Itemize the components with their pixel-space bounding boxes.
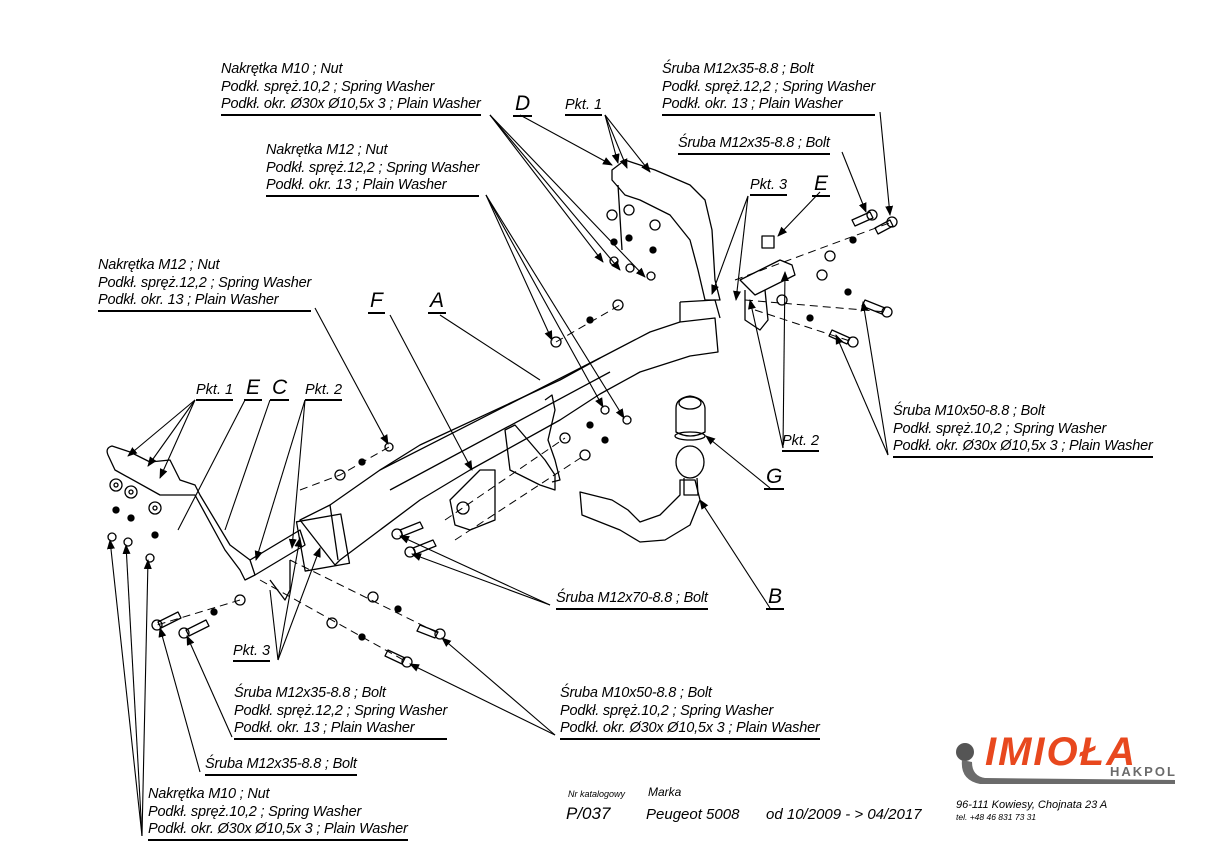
callout-line: Podkł. spręż.12,2 ; Spring Washer bbox=[98, 274, 312, 291]
callout-line: Podkł. okr. 13 ; Plain Washer bbox=[234, 720, 415, 736]
part-label-f: F bbox=[368, 289, 385, 314]
callout-line: Podkł. spręż.10,2 ; Spring Washer bbox=[221, 78, 435, 95]
brand-label: Marka bbox=[648, 785, 682, 799]
company-logo-text: IMIOŁA bbox=[985, 730, 1137, 774]
callout-line: Nakrętka M10 ; Nut bbox=[221, 61, 343, 77]
callout-line: Podkł. okr. 13 ; Plain Washer bbox=[266, 177, 447, 193]
company-logo-sub: HAKPOL bbox=[1110, 764, 1177, 779]
part-label-e-right: E bbox=[812, 172, 831, 197]
callout-line: Nakrętka M10 ; Nut bbox=[148, 786, 270, 802]
callout-top-right-bolt-single: Śruba M12x35-8.8 ; Bolt bbox=[678, 135, 830, 155]
callout-top-left-nut-m10: Nakrętka M10 ; Nut Podkł. spręż.10,2 ; S… bbox=[221, 61, 481, 116]
company-phone: tel. +48 46 831 73 31 bbox=[956, 812, 1037, 822]
part-label-b: B bbox=[766, 585, 785, 610]
callout-top-right-bolt-m12x35: Śruba M12x35-8.8 ; Bolt Podkł. spręż.12,… bbox=[662, 61, 875, 116]
leader-lines bbox=[106, 111, 894, 837]
part-label-d: D bbox=[513, 92, 533, 117]
crossbar-a bbox=[295, 299, 721, 572]
ball-cap-g bbox=[674, 395, 706, 441]
point-pkt1-top: Pkt. 1 bbox=[565, 97, 603, 116]
callout-bottom-left-bolt-m12x35: Śruba M12x35-8.8 ; Bolt Podkł. spręż.12,… bbox=[234, 685, 447, 740]
vehicle-model: Peugeot 5008 bbox=[646, 806, 740, 823]
callout-line: Śruba M10x50-8.8 ; Bolt bbox=[893, 403, 1045, 419]
point-pkt2-left: Pkt. 2 bbox=[305, 382, 343, 401]
point-pkt1-left: Pkt. 1 bbox=[196, 382, 234, 401]
callout-line: Podkł. okr. 13 ; Plain Washer bbox=[98, 292, 279, 308]
callout-line: Podkł. okr. 13 ; Plain Washer bbox=[662, 96, 843, 112]
callout-bottom-center-bolt-m10x50: Śruba M10x50-8.8 ; Bolt Podkł. spręż.10,… bbox=[560, 685, 820, 740]
callout-line: Podkł. okr. Ø30x Ø10,5x 3 ; Plain Washer bbox=[560, 720, 820, 736]
callout-line: Podkł. okr. Ø30x Ø10,5x 3 ; Plain Washer bbox=[221, 96, 481, 112]
callout-line: Nakrętka M12 ; Nut bbox=[266, 142, 388, 158]
vehicle-years: od 10/2009 - > 04/2017 bbox=[766, 806, 922, 823]
socket-plate-f bbox=[449, 469, 496, 531]
point-pkt3-left: Pkt. 3 bbox=[233, 643, 271, 662]
callout-line: Podkł. spręż.10,2 ; Spring Washer bbox=[560, 702, 774, 719]
point-pkt2-right: Pkt. 2 bbox=[782, 433, 820, 452]
callout-top-center-nut-m12: Nakrętka M12 ; Nut Podkł. spręż.12,2 ; S… bbox=[266, 142, 479, 197]
callout-bottom-left-nut-m10: Nakrętka M10 ; Nut Podkł. spręż.10,2 ; S… bbox=[148, 786, 408, 841]
callout-line: Nakrętka M12 ; Nut bbox=[98, 257, 220, 273]
catalog-number: P/037 bbox=[566, 804, 611, 823]
tow-ball-b bbox=[579, 445, 705, 543]
spacer-e-right bbox=[761, 235, 775, 249]
callout-line: Śruba M12x35-8.8 ; Bolt bbox=[662, 61, 814, 77]
part-label-g: G bbox=[764, 465, 785, 490]
callout-line: Podkł. okr. Ø30x Ø10,5x 3 ; Plain Washer bbox=[893, 438, 1153, 454]
point-pkt3-right: Pkt. 3 bbox=[750, 177, 788, 196]
ball-mount-plate bbox=[504, 394, 561, 491]
company-logo-graphic bbox=[956, 743, 1175, 784]
part-label-e-left: E bbox=[244, 376, 263, 401]
part-label-a: A bbox=[428, 289, 447, 314]
callout-line: Podkł. spręż.12,2 ; Spring Washer bbox=[234, 702, 448, 719]
callout-line: Podkł. spręż.12,2 ; Spring Washer bbox=[266, 159, 480, 176]
left-bracket-c bbox=[106, 445, 306, 601]
callout-left-nut-m12: Nakrętka M12 ; Nut Podkł. spręż.12,2 ; S… bbox=[98, 257, 311, 312]
callout-right-bolt-m10x50: Śruba M10x50-8.8 ; Bolt Podkł. spręż.10,… bbox=[893, 403, 1153, 458]
callout-bottom-left-bolt-single: Śruba M12x35-8.8 ; Bolt bbox=[205, 756, 357, 776]
callout-line: Śruba M12x35-8.8 ; Bolt bbox=[234, 685, 386, 701]
right-bracket-d bbox=[611, 159, 796, 331]
callout-line: Podkł. okr. Ø30x Ø10,5x 3 ; Plain Washer bbox=[148, 821, 408, 837]
callout-line: Podkł. spręż.10,2 ; Spring Washer bbox=[148, 803, 362, 820]
callout-line: Podkł. spręż.12,2 ; Spring Washer bbox=[662, 78, 876, 95]
catalog-label: Nr katalogowy bbox=[568, 789, 626, 799]
callout-line: Śruba M10x50-8.8 ; Bolt bbox=[560, 685, 712, 701]
part-label-c: C bbox=[270, 376, 290, 401]
callout-line: Podkł. spręż.10,2 ; Spring Washer bbox=[893, 420, 1107, 437]
callout-center-bolt-m12x70: Śruba M12x70-8.8 ; Bolt bbox=[556, 590, 708, 610]
company-address: 96-111 Kowiesy, Chojnata 23 A bbox=[956, 799, 1108, 811]
